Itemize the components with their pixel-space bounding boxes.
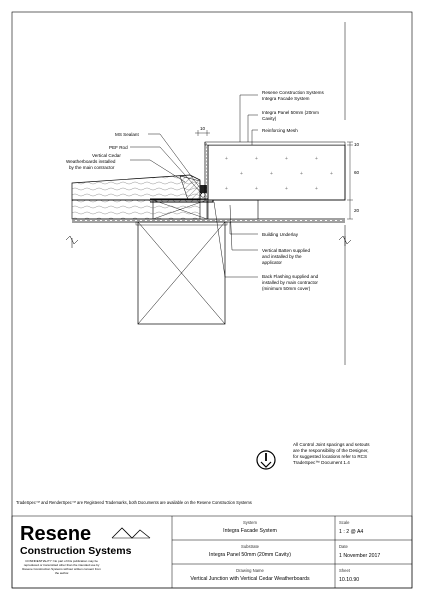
svg-text:+: + (330, 171, 333, 177)
svg-text:+: + (315, 186, 318, 192)
svg-text:+: + (225, 186, 228, 192)
dimension-stack (347, 141, 353, 220)
trademark-note: TradeSpec™ and RenderSpec™ are Registere… (16, 500, 252, 505)
label-cedar: Vertical Cedar Weatherboards installed b… (66, 153, 122, 170)
building-underlay (72, 218, 345, 223)
back-flashing (150, 198, 214, 203)
svg-text:+: + (315, 156, 318, 162)
label-flashing: Back Flashing supplied and installed by … (262, 274, 319, 291)
tb-system-value: Integra Facade System (223, 528, 277, 534)
svg-text:+: + (270, 171, 273, 177)
ms-sealant (200, 185, 207, 193)
title-block (11, 515, 413, 589)
tb-drawing-label: Drawing Name (236, 568, 264, 573)
gap-dimension (195, 130, 210, 136)
tb-system-label: System (243, 520, 257, 525)
svg-text:Resene: Resene (20, 523, 91, 545)
info-caution-icon (256, 450, 276, 470)
tb-scale-value: 1 : 2 @ A4 (339, 529, 363, 535)
label-system: Resene Construction Systems Integra Faca… (262, 90, 325, 101)
svg-text:+: + (285, 186, 288, 192)
svg-text:+: + (225, 156, 228, 162)
integra-panel: + + + + + + + + + + + + (204, 141, 346, 201)
label-sealant: MS Sealant (115, 132, 139, 137)
svg-text:+: + (300, 171, 303, 177)
tb-sheet-value: 10.10.90 (339, 577, 359, 583)
label-underlay: Building Underlay (262, 232, 299, 237)
tb-substrate-label: Substrate (241, 544, 260, 549)
leader-lines (130, 94, 258, 278)
dim-panel: 60 (354, 170, 360, 175)
timber-stud (135, 221, 228, 325)
dim-cavity: 20 (354, 208, 360, 213)
svg-text:+: + (255, 156, 258, 162)
svg-text:+: + (285, 156, 288, 162)
label-mesh: Reinforcing Mesh (262, 128, 298, 133)
cedar-weatherboards (71, 174, 201, 220)
tb-date-value: 1 November 2017 (339, 553, 380, 559)
tb-drawing-value: Vertical Junction with Vertical Cedar We… (190, 576, 310, 582)
confidentiality-text: CONFIDENTIALITY: No part of this publica… (22, 559, 101, 575)
tb-scale-label: Scale (339, 520, 350, 525)
svg-text:+: + (240, 171, 243, 177)
tb-substrate-value: Integra Panel 50mm (20mm Cavity) (209, 552, 291, 558)
label-panel: Integra Panel 50mm (20mm Cavity) (262, 110, 320, 121)
dim-coat: 10 (354, 142, 360, 147)
label-pef: PEF Rod (109, 145, 128, 150)
svg-text:Construction Systems: Construction Systems (20, 545, 132, 557)
break-lines (65, 22, 352, 365)
tb-date-label: Date (339, 544, 349, 549)
control-joint-note: All Control Joint spacings and setouts a… (293, 442, 371, 465)
svg-text:+: + (255, 186, 258, 192)
label-batten: Vertical Batten supplied and installed b… (262, 248, 311, 265)
dim-gap: 10 (200, 126, 206, 131)
tb-sheet-label: Sheet (339, 568, 351, 573)
resene-logo: Resene Construction Systems (20, 523, 151, 557)
